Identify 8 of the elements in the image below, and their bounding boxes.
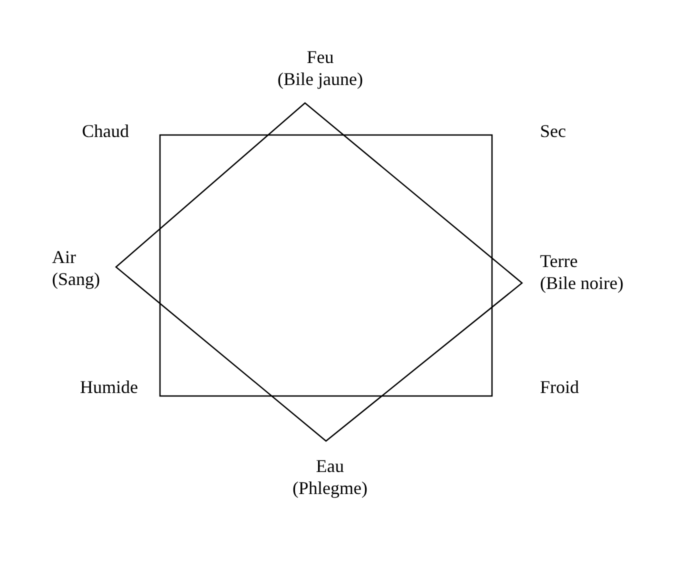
quality-label: Sec (540, 120, 566, 142)
element-label: Eau (Phlegme) (292, 455, 368, 499)
element-label: Air (Sang) (52, 246, 100, 290)
quality-label: Chaud (82, 120, 129, 142)
quality-label: Froid (540, 376, 580, 398)
element-label: Terre (Bile noire) (540, 250, 624, 294)
quality-label: Humide (80, 376, 138, 398)
element-label: Feu (Bile jaune) (278, 46, 363, 90)
